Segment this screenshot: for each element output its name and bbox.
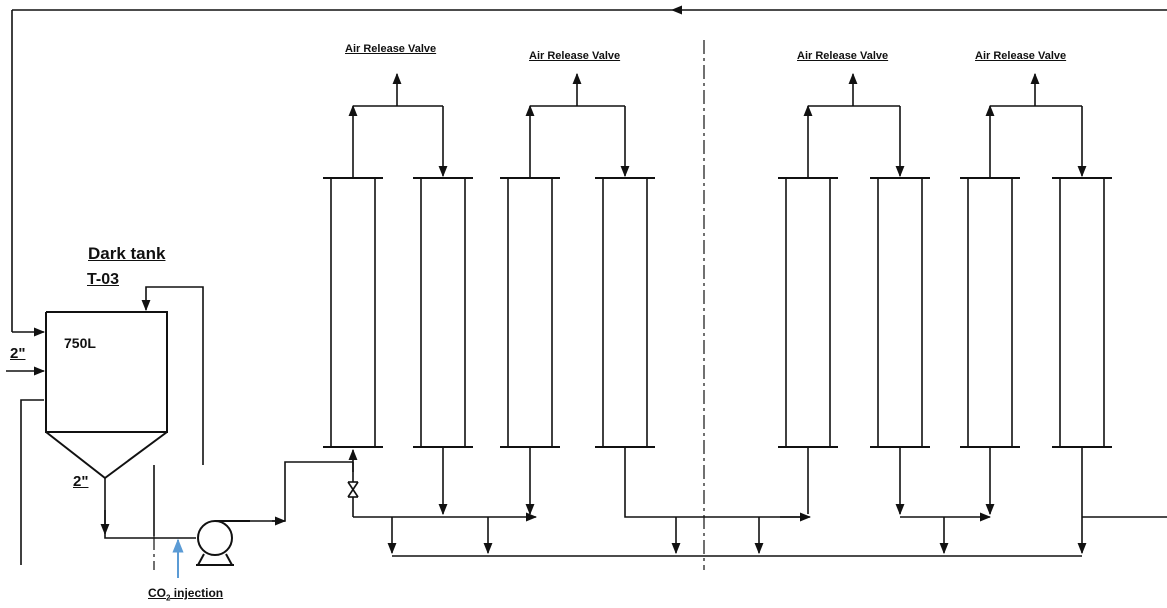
co2-injection-label: CO2 injection <box>148 586 223 602</box>
air-release-headers <box>348 72 1087 178</box>
discharge-valve-icon <box>347 481 359 498</box>
reactor-column <box>595 177 655 448</box>
co2-subscript: 2 <box>166 593 171 603</box>
inlet-pipe-size: 2" <box>10 345 26 362</box>
dark-tank <box>45 311 168 479</box>
reactor-column <box>500 177 560 448</box>
air-release-valve-label: Air Release Valve <box>797 50 889 62</box>
pump-discharge-line <box>250 461 353 522</box>
tank-title: Dark tank <box>88 244 166 263</box>
air-release-header <box>803 72 905 178</box>
reactor-column <box>1052 177 1112 448</box>
co2-prefix: CO <box>148 586 166 600</box>
outlet-pipe-size: 2" <box>73 473 89 490</box>
tank-top-return-line <box>141 286 204 465</box>
return-line <box>11 5 1167 337</box>
air-release-valve-label: Air Release Valve <box>975 50 1067 62</box>
tank-volume: 750L <box>64 335 96 351</box>
reactor-column <box>960 177 1020 448</box>
tank-drain-line <box>20 399 44 565</box>
reactor-column <box>870 177 930 448</box>
air-release-header <box>985 72 1087 178</box>
collection-manifold <box>353 447 1167 557</box>
reactor-columns <box>323 177 1112 448</box>
pump-icon <box>196 520 250 566</box>
reactor-column <box>413 177 473 448</box>
co2-suffix: injection <box>170 586 224 600</box>
tank-outlet-line <box>104 478 196 539</box>
reactor-column <box>778 177 838 448</box>
air-release-valve-label: Air Release Valve <box>529 50 621 62</box>
air-release-header <box>525 72 630 178</box>
air-release-header <box>348 72 448 178</box>
reactor-column <box>323 177 383 448</box>
tank-tag: T-03 <box>87 271 120 288</box>
air-release-valve-label: Air Release Valve <box>345 43 437 55</box>
